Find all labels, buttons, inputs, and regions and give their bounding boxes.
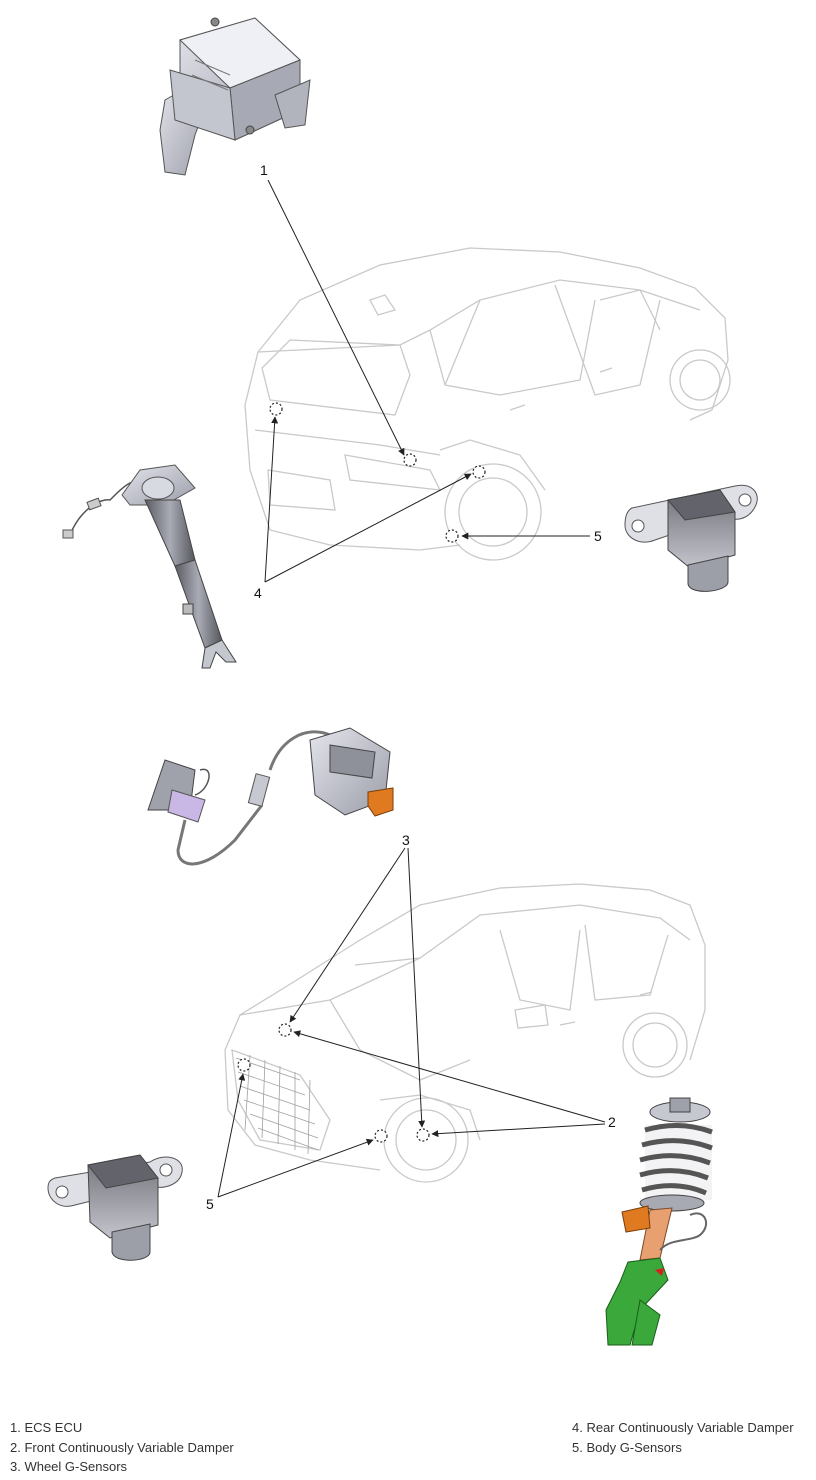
callout-front-damper: 2 bbox=[608, 1114, 616, 1130]
callout-rear-damper: 4 bbox=[254, 585, 262, 601]
bottom-leader-lines bbox=[217, 847, 606, 1198]
ecs-component-location-diagram: 1 4 5 bbox=[47, 17, 758, 1346]
body-sensor-right-marker bbox=[374, 1129, 388, 1143]
front-view-location-markers bbox=[237, 1023, 430, 1143]
legend-item-rear-damper: 4. Rear Continuously Variable Damper bbox=[572, 1420, 794, 1435]
ecu-location-marker bbox=[403, 453, 417, 467]
legend-item-front-damper: 2. Front Continuously Variable Damper bbox=[10, 1439, 234, 1455]
legend-item-wheel-g-sensors: 3. Wheel G-Sensors bbox=[10, 1459, 128, 1474]
body-sensor-left-marker bbox=[237, 1058, 251, 1072]
front-damper-left-marker bbox=[278, 1023, 292, 1037]
body-sensor-rear-marker bbox=[445, 529, 459, 543]
top-leader-lines bbox=[264, 179, 590, 583]
vehicle-rear-view-outline bbox=[244, 247, 731, 561]
body-g-sensor-illustration-right bbox=[624, 484, 758, 592]
front-damper-illustration bbox=[605, 1097, 713, 1346]
callout-ecu: 1 bbox=[260, 162, 268, 178]
body-g-sensor-illustration-left bbox=[47, 1154, 183, 1261]
rear-view-location-markers bbox=[269, 402, 486, 543]
legend-left-column: 1. ECS ECU 2. Front Continuously Variabl… bbox=[10, 1418, 234, 1477]
ecs-ecu-illustration bbox=[159, 17, 311, 176]
vehicle-front-view-outline bbox=[224, 883, 706, 1183]
rear-damper-illustration bbox=[62, 464, 237, 669]
callout-body-sensors-front-view: 5 bbox=[206, 1196, 214, 1212]
rear-damper-right-marker bbox=[472, 465, 486, 479]
front-damper-right-marker bbox=[416, 1128, 430, 1142]
callout-wheel-sensors: 3 bbox=[402, 832, 410, 848]
legend-item-ecs-ecu: 1. ECS ECU bbox=[10, 1420, 83, 1435]
legend-right-column: 4. Rear Continuously Variable Damper 5. … bbox=[572, 1418, 794, 1457]
callout-body-sensor-rear-view: 5 bbox=[594, 528, 602, 544]
legend-item-body-g-sensors: 5. Body G-Sensors bbox=[572, 1439, 682, 1455]
rear-damper-left-marker bbox=[269, 402, 283, 416]
wheel-g-sensor-illustration bbox=[147, 727, 394, 866]
